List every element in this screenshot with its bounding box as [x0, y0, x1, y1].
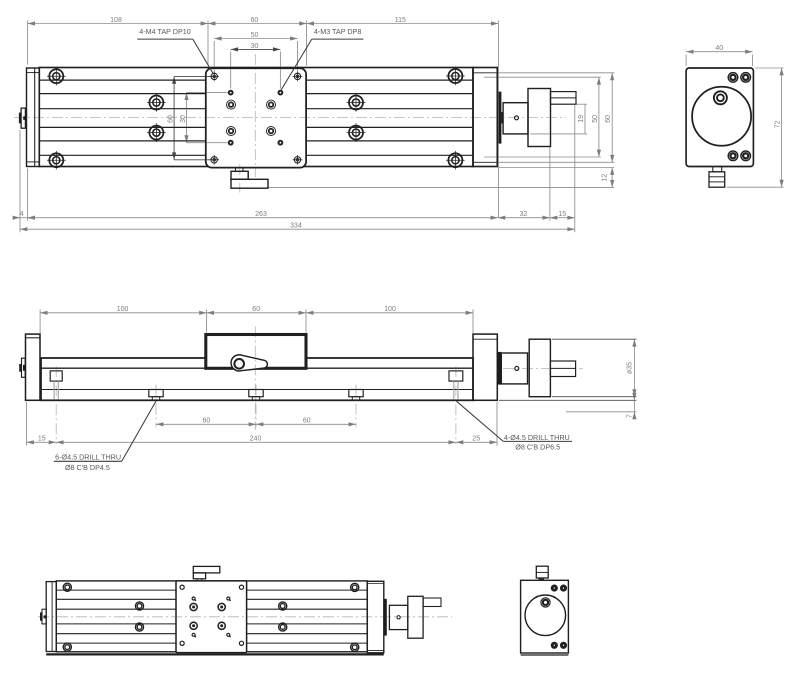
svg-text:108: 108 — [110, 17, 122, 24]
svg-text:72: 72 — [774, 120, 781, 128]
svg-text:4: 4 — [20, 211, 24, 218]
svg-text:4-M4 TAP DP10: 4-M4 TAP DP10 — [139, 27, 191, 36]
svg-text:240: 240 — [250, 436, 262, 443]
svg-text:Ø8 C'B DP4.5: Ø8 C'B DP4.5 — [65, 463, 110, 472]
svg-text:ø35: ø35 — [627, 362, 634, 374]
svg-text:100: 100 — [117, 306, 129, 313]
svg-text:334: 334 — [290, 223, 302, 230]
svg-text:50: 50 — [592, 115, 599, 123]
svg-text:Ø8 C'B DP6.5: Ø8 C'B DP6.5 — [515, 443, 560, 452]
svg-text:25: 25 — [472, 436, 480, 443]
svg-text:60: 60 — [252, 306, 260, 313]
svg-text:60: 60 — [203, 418, 211, 425]
svg-text:7: 7 — [627, 414, 634, 418]
svg-text:4-Ø4.5 DRILL THRU: 4-Ø4.5 DRILL THRU — [504, 433, 570, 442]
svg-text:15: 15 — [558, 211, 566, 218]
svg-text:4-M3 TAP DP8: 4-M3 TAP DP8 — [314, 27, 362, 36]
svg-text:60: 60 — [167, 115, 174, 123]
svg-text:19: 19 — [578, 115, 585, 123]
svg-text:30: 30 — [251, 43, 259, 50]
svg-text:40: 40 — [715, 45, 723, 52]
svg-text:115: 115 — [395, 17, 406, 24]
svg-text:32: 32 — [520, 211, 528, 218]
svg-text:263: 263 — [255, 211, 267, 218]
svg-text:6-Ø4.5 DRILL THRU: 6-Ø4.5 DRILL THRU — [55, 453, 121, 462]
svg-text:15: 15 — [38, 436, 46, 443]
svg-text:60: 60 — [605, 115, 612, 123]
svg-text:12: 12 — [602, 174, 609, 182]
svg-text:100: 100 — [384, 306, 396, 313]
svg-text:60: 60 — [251, 17, 259, 24]
svg-text:50: 50 — [251, 32, 259, 39]
svg-text:60: 60 — [303, 418, 311, 425]
svg-text:30: 30 — [180, 115, 187, 123]
